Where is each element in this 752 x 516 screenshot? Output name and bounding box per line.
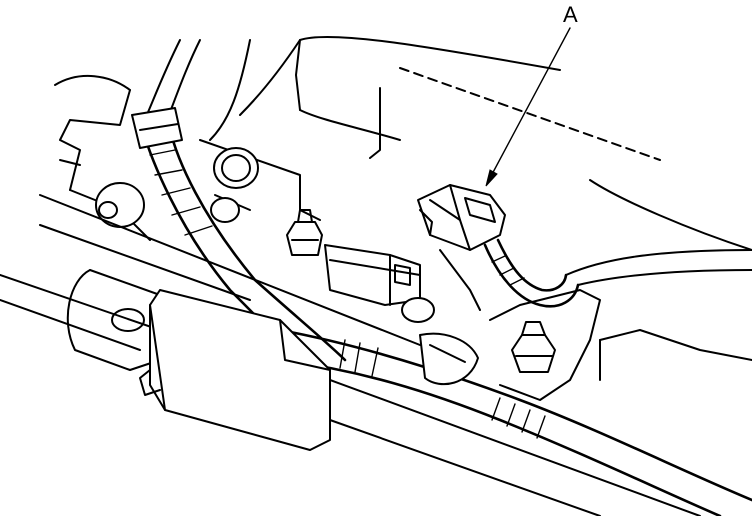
right-bracket-plate (489, 289, 601, 401)
connector-a-harness (483, 238, 752, 308)
callout-label-a: A (563, 2, 578, 27)
upper-left-bracket (54, 39, 301, 241)
wiring-harness-lower (278, 328, 752, 516)
mounting-plate (199, 139, 481, 311)
lower-support-block (139, 289, 331, 451)
sensor-connector (324, 244, 435, 323)
callout-leader-a (485, 27, 571, 187)
stud-nut-center (286, 209, 323, 256)
engine-cover-panel (295, 35, 752, 381)
frame-rails (0, 194, 701, 516)
lower-left-bracket (66, 269, 161, 371)
connector-a (417, 184, 506, 251)
